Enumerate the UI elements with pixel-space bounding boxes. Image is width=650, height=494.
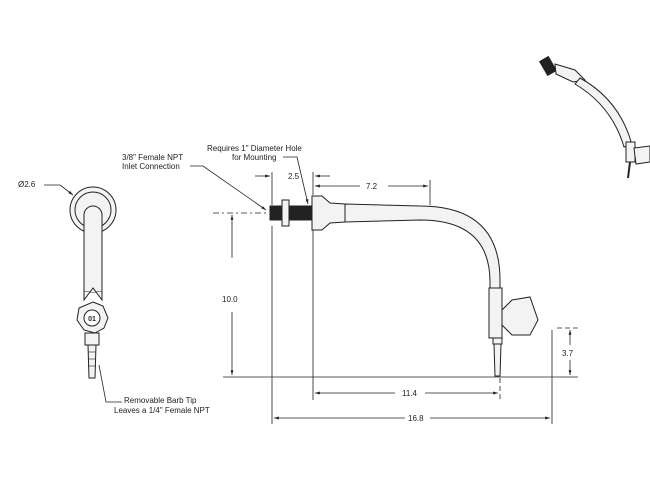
side-handle (501, 296, 539, 336)
isometric-view (538, 55, 650, 179)
barb-note-line1: Removable Barb Tip (124, 396, 197, 405)
dim-flange: 2.5 (288, 172, 300, 181)
handle-mark: 01 (88, 316, 96, 323)
inlet-nipple (269, 205, 283, 221)
diameter-label: Ø2.6 (18, 180, 36, 189)
dim-overall: 16.8 (408, 414, 424, 423)
front-view: 01 (69, 186, 117, 379)
dim-reach: 11.4 (402, 389, 418, 398)
gooseneck-spout (344, 203, 501, 301)
hole-note-line1: Requires 1" Diameter Hole (207, 144, 302, 153)
side-view (269, 195, 539, 377)
dim-height: 10.0 (222, 295, 238, 304)
inlet-note-line1: 3/8" Female NPT (122, 153, 183, 162)
hole-note-line2: for Mounting (232, 153, 276, 162)
dim-outlet-height: 3.7 (562, 349, 574, 358)
inlet-note-line2: Inlet Connection (122, 162, 180, 171)
barb-tip (87, 344, 97, 379)
dim-spout-top: 7.2 (366, 182, 378, 191)
barb-note-line2: Leaves a 1/4" Female NPT (114, 406, 210, 415)
